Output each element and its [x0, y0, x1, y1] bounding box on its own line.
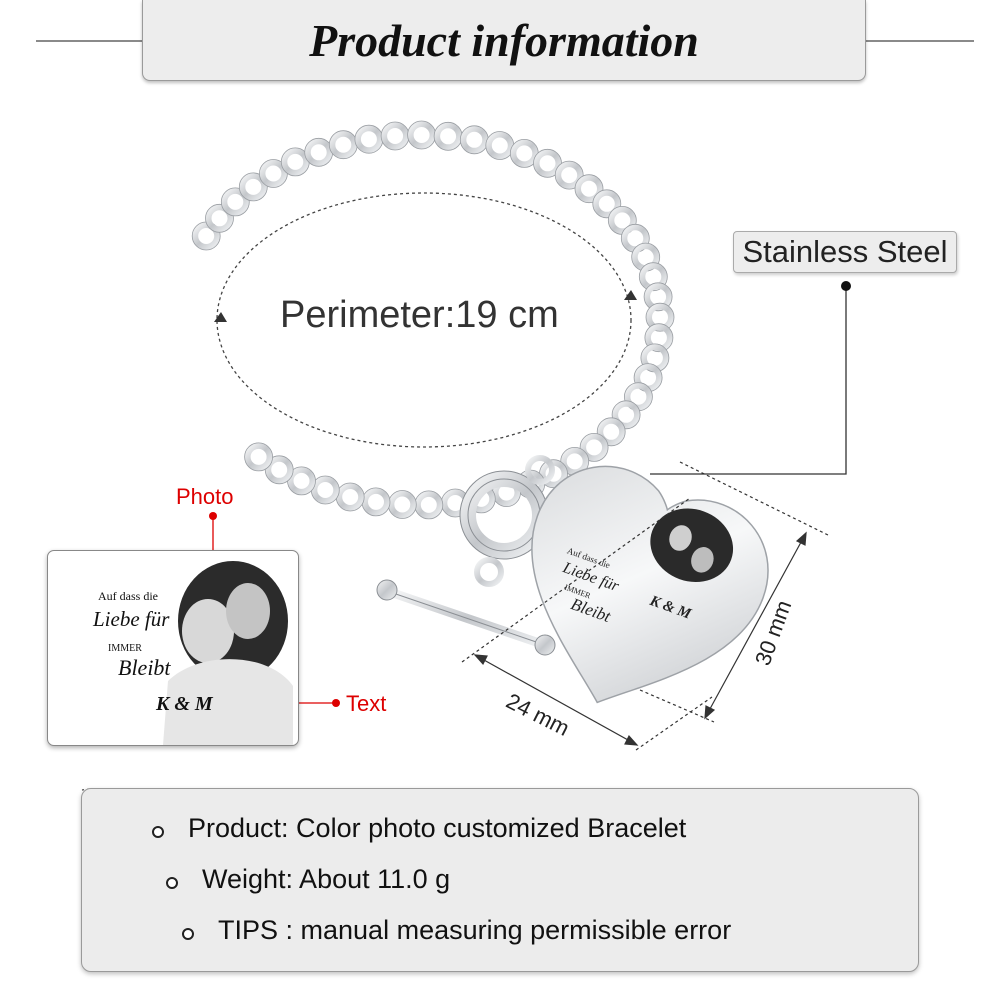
chain-link [329, 130, 358, 159]
chain-link [311, 476, 340, 504]
chain-link-outline [264, 455, 294, 485]
spec-product: Product: Color photo customized Bracelet [188, 813, 687, 843]
chain-link [560, 447, 589, 476]
chain-link [205, 204, 234, 233]
chain-link-outline [238, 172, 268, 202]
heart-pendant: Auf dass die Liebe für IMMER Bleibt K & … [531, 465, 769, 704]
steel-leader-dot [841, 281, 851, 291]
perimeter-label: Perimeter:19 cm [280, 294, 559, 336]
title-rule-left [36, 40, 142, 42]
preview-line4: Bleibt [118, 655, 171, 680]
bullet-icon [152, 826, 164, 838]
preview-line2: Liebe für [93, 607, 170, 631]
chain-link [612, 400, 641, 429]
spec-tips: TIPS : manual measuring permissible erro… [218, 915, 732, 945]
material-tag: Stainless Steel [733, 231, 957, 273]
preview-photo [163, 561, 293, 745]
chain-link-outline [205, 203, 234, 233]
chain-link [239, 172, 268, 201]
perimeter-arrow-right [624, 290, 637, 300]
chain-link [287, 466, 316, 495]
dimension-lines [461, 461, 829, 751]
chain-link [580, 433, 609, 462]
chain-link-outline [638, 262, 668, 292]
chain-link [265, 455, 294, 484]
chain-link-outline [244, 442, 274, 472]
chain-link [388, 490, 417, 519]
text-callout: Text [346, 691, 387, 716]
chain-link-outline [596, 417, 626, 447]
photo-callout: Photo [176, 484, 234, 509]
chain-link [221, 187, 250, 216]
chain-link [414, 490, 443, 519]
chain-link [460, 125, 489, 154]
chain-link [407, 121, 436, 149]
bullet-icon [182, 928, 194, 940]
text-leader-dot [332, 699, 340, 707]
chain-link-outline [611, 400, 641, 430]
perimeter-arrow-left [214, 312, 227, 322]
chain-link [354, 125, 383, 154]
chain-link-outline [574, 174, 604, 204]
chain-link [575, 174, 603, 203]
chain-link [192, 222, 221, 250]
chain-link [304, 138, 333, 167]
photo-leader-dot [209, 512, 217, 520]
bracelet-chain [191, 120, 675, 520]
chain-link [592, 189, 621, 218]
steel-leader-line [650, 286, 847, 475]
engraving-preview: Auf dass die Liebe für IMMER Bleibt K & … [47, 550, 299, 746]
preview-initials: K & M [156, 693, 213, 715]
chain-link [539, 459, 568, 488]
spec-panel: Product: Color photo customized Bracelet… [81, 788, 919, 972]
chain-link [259, 159, 288, 188]
chain-link [597, 417, 626, 446]
chain-link-outline [579, 432, 609, 462]
chain-link [362, 487, 390, 516]
chain-link [281, 147, 310, 176]
preview-line3: IMMER [108, 643, 142, 654]
title-banner: Product information [142, 0, 866, 81]
chain-link-outline [644, 323, 674, 353]
perimeter-ellipse [216, 192, 632, 448]
chain-link [533, 149, 562, 178]
chain-link [555, 161, 584, 190]
chain-link [381, 122, 410, 150]
chain-link [485, 131, 514, 160]
bullet-icon [166, 877, 178, 889]
preview-line1: Auf dass die [98, 589, 158, 603]
title-rule-right [864, 40, 974, 42]
chain-link [336, 483, 365, 511]
chain-link [434, 122, 463, 151]
chain-link-outline [554, 160, 584, 190]
chain-link-outline [643, 282, 673, 312]
chain-link-outline [592, 189, 622, 219]
chain-link [608, 206, 637, 235]
chain-link-outline [645, 302, 675, 332]
chain-link [244, 442, 273, 471]
chain-link [510, 139, 539, 168]
spec-weight: Weight: About 11.0 g [202, 864, 451, 894]
page-title: Product information [309, 14, 699, 66]
chain-link-outline [220, 187, 250, 217]
